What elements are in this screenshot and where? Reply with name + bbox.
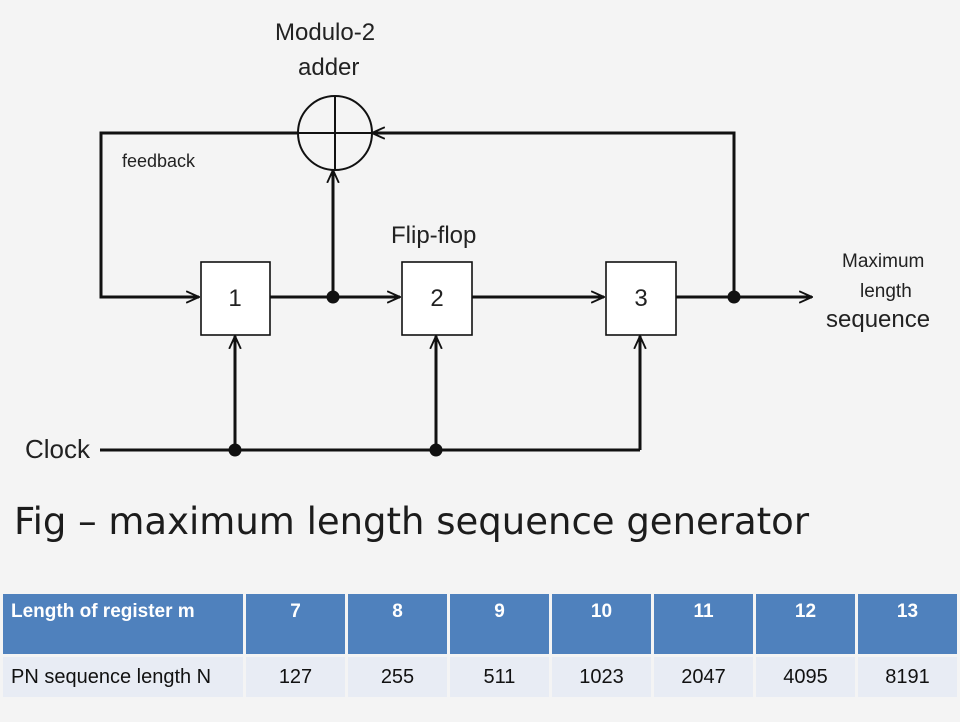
- feedback-label: feedback: [122, 151, 196, 171]
- lfsr-diagram: 1 2 3: [99, 95, 960, 457]
- m-value-cell: 11: [654, 594, 753, 654]
- table-row: PN sequence length N 127 255 511 1023 20…: [3, 657, 957, 697]
- clock-label: Clock: [25, 434, 91, 464]
- n-value-cell: 511: [450, 657, 549, 697]
- adder-label-line1: Modulo-2: [275, 19, 376, 46]
- n-value-cell: 127: [246, 657, 345, 697]
- flip-flop-3: [605, 261, 677, 336]
- junction-dot-output: [727, 290, 741, 304]
- row-label-cell: PN sequence length N: [3, 657, 243, 697]
- n-value-cell: 255: [348, 657, 447, 697]
- m-value-cell: 9: [450, 594, 549, 654]
- junction-dot-clock-1: [228, 443, 242, 457]
- figure-caption: Fig – maximum length sequence generator: [14, 500, 810, 543]
- m-value-cell: 8: [348, 594, 447, 654]
- feedback-return-line: [99, 131, 298, 297]
- flip-flop-2: [401, 261, 473, 336]
- n-value-cell: 2047: [654, 657, 753, 697]
- stage-1-label: 1: [228, 285, 241, 312]
- pn-length-table: Length of register m 7 8 9 10 11 12 13 P…: [0, 591, 960, 700]
- junction-dot-tap: [326, 290, 340, 304]
- m-value-cell: 12: [756, 594, 855, 654]
- stage-2-label: 2: [430, 285, 443, 312]
- output-label-line2: length: [860, 281, 912, 302]
- modulo-2-adder: [297, 95, 373, 171]
- output-label-line1: Maximum: [842, 251, 925, 272]
- flip-flop-1: [200, 261, 271, 336]
- junction-dot-clock-2: [429, 443, 443, 457]
- m-value-cell: 10: [552, 594, 651, 654]
- adder-label-line2: adder: [298, 54, 360, 81]
- m-value-cell: 13: [858, 594, 957, 654]
- n-value-cell: 4095: [756, 657, 855, 697]
- stage-3-label: 3: [634, 285, 647, 312]
- m-value-cell: 7: [246, 594, 345, 654]
- header-label-cell: Length of register m: [3, 594, 243, 654]
- n-value-cell: 1023: [552, 657, 651, 697]
- table-header-row: Length of register m 7 8 9 10 11 12 13: [3, 594, 957, 654]
- feedback-line: [372, 133, 736, 297]
- n-value-cell: 8191: [858, 657, 957, 697]
- flip-flop-label: Flip-flop: [391, 222, 477, 249]
- output-label-line3: sequence: [826, 306, 931, 333]
